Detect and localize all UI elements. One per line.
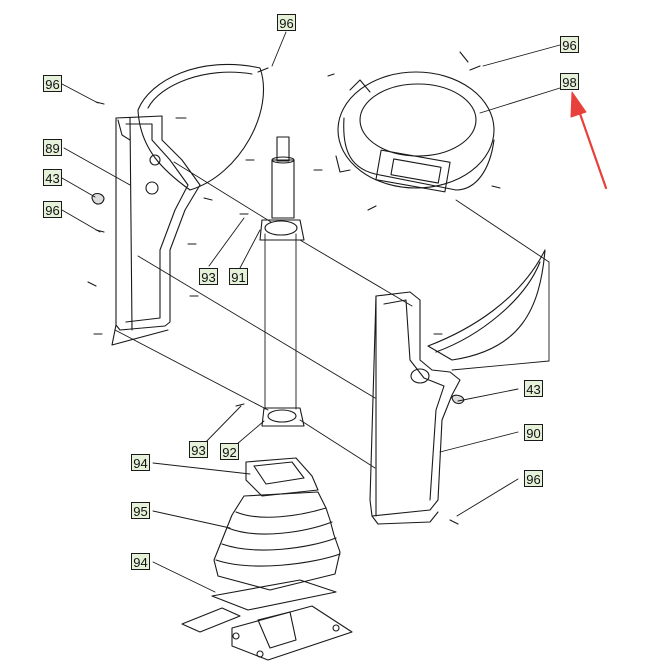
callout-43-left: 43	[43, 169, 62, 186]
red-arrow	[570, 91, 608, 190]
callout-93-lower: 93	[189, 441, 208, 458]
callout-94-upper: 94	[131, 454, 150, 471]
right-cover-part-90	[369, 249, 546, 525]
assembly-guide-lines	[114, 161, 550, 469]
callout-89: 89	[43, 139, 62, 156]
callout-91: 91	[229, 268, 248, 285]
left-cover-part-89	[111, 64, 265, 346]
frame-part-94	[245, 457, 319, 497]
callout-43-right: 43	[524, 380, 543, 397]
shaft-and-clamps	[259, 136, 305, 427]
callout-94-lower: 94	[131, 553, 150, 570]
leader-lines	[61, 31, 561, 593]
callout-96-left-upper: 96	[43, 75, 62, 92]
callout-96-right-lower: 96	[524, 470, 543, 487]
callout-90: 90	[524, 424, 543, 441]
callout-96-left-lower: 96	[43, 201, 62, 218]
fasteners	[87, 51, 501, 525]
callout-95: 95	[131, 502, 150, 519]
callout-96-top-right: 96	[560, 36, 579, 53]
callout-96-top: 96	[277, 14, 296, 31]
callout-98: 98	[560, 73, 579, 90]
rubber-boot-part-95	[213, 491, 341, 591]
callout-93-upper: 93	[199, 268, 218, 285]
base-plate-part-94	[181, 579, 353, 661]
upper-shroud-part-98	[335, 71, 495, 193]
callout-92: 92	[220, 443, 239, 460]
